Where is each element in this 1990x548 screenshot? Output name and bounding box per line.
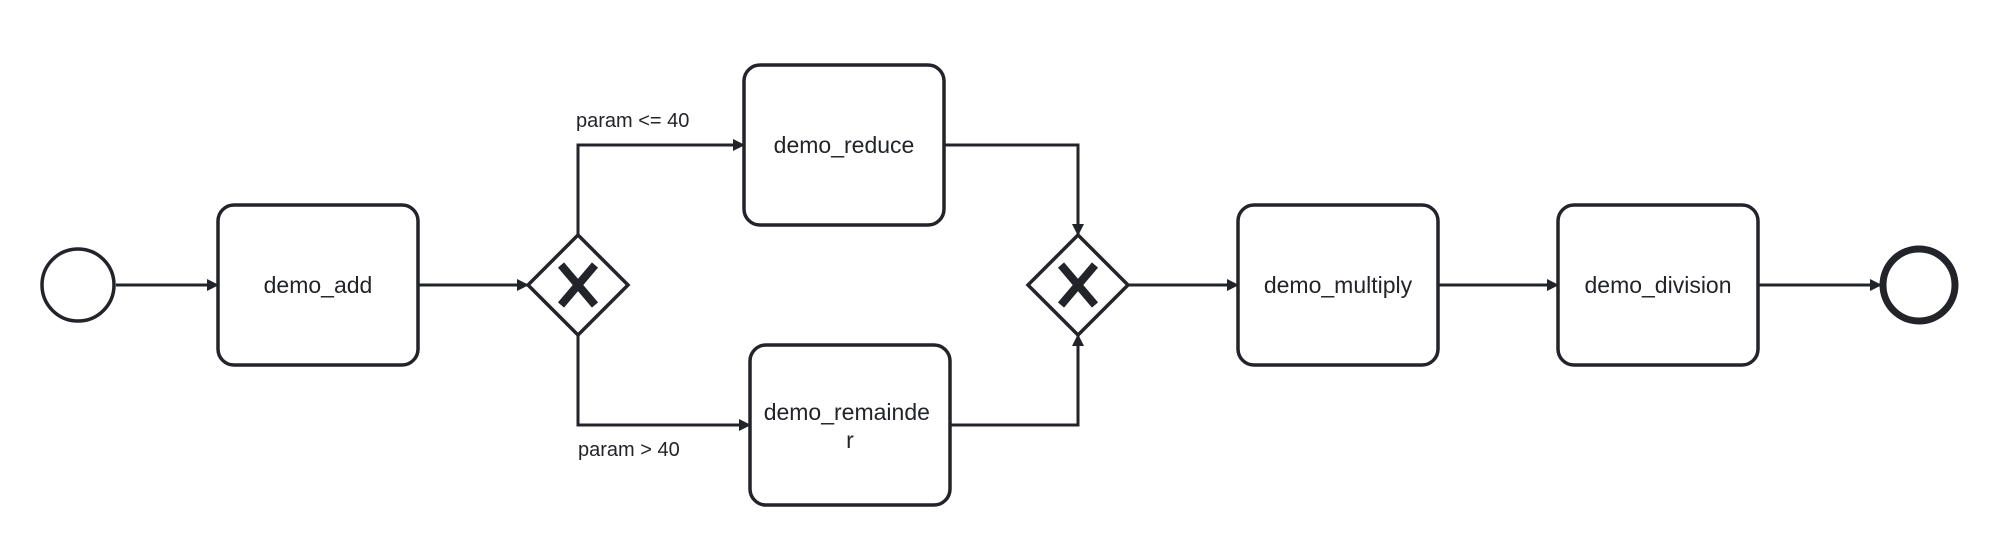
task-label: demo_division bbox=[1584, 272, 1731, 298]
gateway-split[interactable] bbox=[525, 232, 631, 338]
task-label: demo_multiply bbox=[1264, 272, 1413, 298]
task-label: demo_add bbox=[264, 272, 373, 298]
task-demo-division[interactable]: demo_division bbox=[1556, 203, 1760, 367]
task-label-line: demo_multiply bbox=[1264, 272, 1413, 298]
task-demo-remainder[interactable]: demo_remainde r bbox=[748, 343, 952, 507]
flow-reduce-to-join[interactable] bbox=[944, 143, 1084, 236]
task-label: demo_reduce bbox=[774, 132, 915, 158]
task-box bbox=[216, 203, 420, 367]
task-box bbox=[1236, 203, 1440, 367]
task-box bbox=[742, 63, 946, 227]
task-label-line: demo_add bbox=[264, 272, 373, 298]
flow-remainder-to-join[interactable] bbox=[950, 334, 1084, 427]
task-box bbox=[1556, 203, 1760, 367]
task-label-line: demo_remainde bbox=[764, 399, 930, 425]
flow-split-to-reduce[interactable] bbox=[576, 139, 745, 235]
start-event[interactable] bbox=[40, 247, 116, 323]
flow-split-to-remainder[interactable] bbox=[576, 335, 751, 431]
task-box bbox=[748, 343, 952, 507]
end-event-circle-icon bbox=[1879, 245, 1959, 325]
task-label: demo_remainde r bbox=[764, 399, 937, 453]
condition-label-lower: param > 40 bbox=[578, 439, 680, 461]
task-demo-multiply[interactable]: demo_multiply bbox=[1236, 203, 1440, 367]
task-label-line: r bbox=[846, 427, 854, 453]
end-event[interactable] bbox=[1879, 245, 1959, 325]
x-mark-icon bbox=[557, 262, 599, 308]
sequence-flows bbox=[116, 139, 1882, 431]
gateway-join[interactable] bbox=[1025, 232, 1131, 338]
start-event-circle-icon bbox=[40, 247, 116, 323]
task-label-line: demo_division bbox=[1584, 272, 1731, 298]
task-label-line: demo_reduce bbox=[774, 132, 915, 158]
task-demo-add[interactable]: demo_add bbox=[216, 203, 420, 367]
condition-label-upper: param <= 40 bbox=[576, 110, 689, 132]
task-demo-reduce[interactable]: demo_reduce bbox=[742, 63, 946, 227]
x-mark-icon bbox=[1057, 262, 1099, 308]
